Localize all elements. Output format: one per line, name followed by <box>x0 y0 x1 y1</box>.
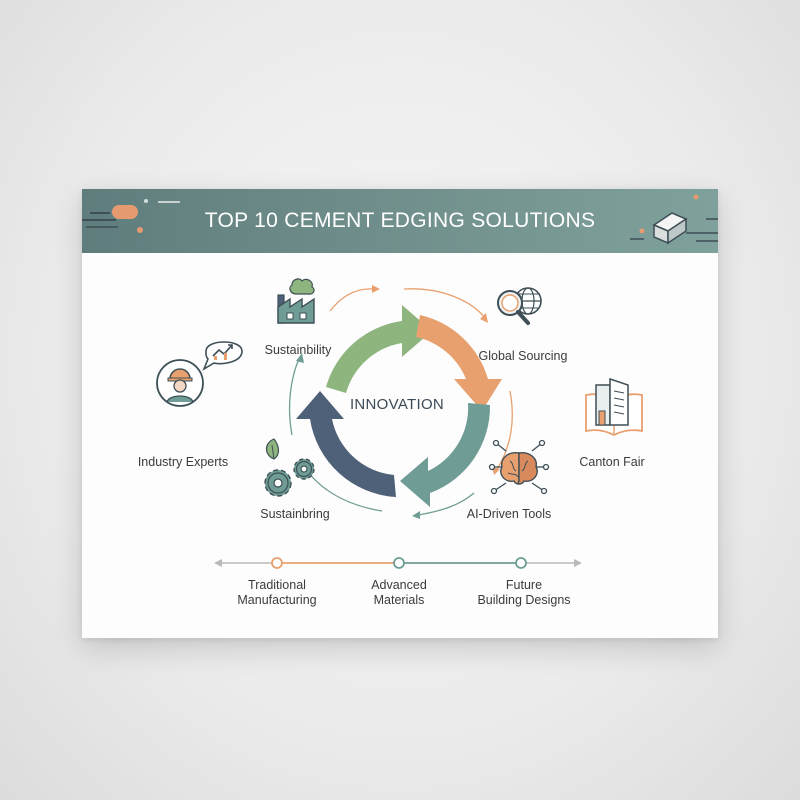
brain-circuit-icon <box>488 439 550 495</box>
orbit-arrow-top-left <box>329 288 375 312</box>
timeline-label-advanced: Advanced Materials <box>329 578 469 608</box>
node-label-sustainability-top: Sustainbility <box>264 343 332 357</box>
magnifier-globe-icon <box>497 287 542 325</box>
timeline-label-future: Future Building Designs <box>454 578 594 608</box>
side-label-canton-fair: Canton Fair <box>579 455 645 469</box>
factory-icon <box>277 278 315 324</box>
cycle-arrow-green <box>326 305 432 393</box>
timeline-label-line2: Manufacturing <box>237 593 317 607</box>
cycle-diagram <box>156 278 643 569</box>
infographic-card: TOP 10 CEMENT EDGING SOLUTIONS <box>82 189 718 638</box>
timeline-label-line1: Advanced <box>371 578 427 592</box>
cycle-arrow-orange <box>416 315 502 411</box>
timeline-node-future <box>515 557 527 569</box>
cycle-arrow-navy <box>296 391 396 497</box>
node-label-sustainability-bottom: Sustainbring <box>260 507 330 521</box>
orbit-arrow-top-right <box>403 288 487 320</box>
timeline-node-advanced <box>393 557 405 569</box>
side-label-industry-experts: Industry Experts <box>137 455 229 469</box>
timeline-label-line1: Traditional <box>248 578 306 592</box>
page-title: TOP 10 CEMENT EDGING SOLUTIONS <box>204 209 596 232</box>
header-decoration <box>82 194 718 245</box>
timeline <box>214 557 582 569</box>
timeline-label-line1: Future <box>505 578 543 592</box>
node-label-global-sourcing: Global Sourcing <box>478 349 568 363</box>
header-banner: TOP 10 CEMENT EDGING SOLUTIONS <box>82 189 718 253</box>
timeline-node-traditional <box>271 557 283 569</box>
orbit-arrow-bottom <box>417 492 475 516</box>
orbit-arrow-left <box>288 356 301 436</box>
timeline-label-line2: Building Designs <box>477 593 571 607</box>
node-label-ai-driven-tools: AI-Driven Tools <box>466 507 552 521</box>
cycle-center-label: INNOVATION <box>349 396 445 413</box>
worker-chart-icon <box>156 341 243 407</box>
timeline-label-line2: Materials <box>373 593 425 607</box>
book-building-icon <box>585 377 643 437</box>
cycle-arrow-teal <box>400 403 491 507</box>
gears-leaf-icon <box>264 438 315 497</box>
orbit-arrow-right <box>495 390 513 472</box>
timeline-label-traditional: Traditional Manufacturing <box>207 578 347 608</box>
